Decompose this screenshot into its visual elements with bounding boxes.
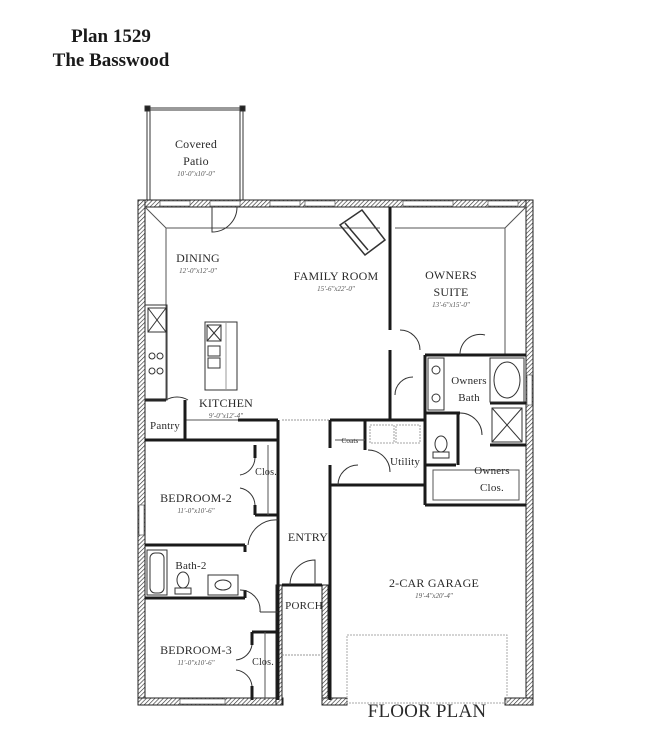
room-owners-bath: Owners Bath bbox=[451, 375, 487, 404]
kitchen-fixtures bbox=[144, 304, 238, 401]
floor-plan-caption: FLOOR PLAN bbox=[367, 701, 487, 722]
bath-fixtures bbox=[146, 357, 525, 596]
room-bedroom-2: BEDROOM-2 11'-0"x10'-6" bbox=[160, 491, 232, 515]
room-pantry: Pantry bbox=[150, 420, 180, 432]
room-bedroom-3-closet: Clos. bbox=[252, 657, 274, 668]
room-utility: Utility bbox=[389, 456, 421, 468]
room-owners-closet: Owners Clos. bbox=[474, 465, 510, 494]
door-swings bbox=[165, 206, 486, 687]
room-covered-patio: Covered Patio 10'-0"x10'-0" bbox=[174, 137, 218, 178]
room-dining: DINING 12'-0"x12'-0" bbox=[176, 251, 220, 275]
room-bath-2: Bath-2 bbox=[175, 560, 207, 572]
garage-door bbox=[346, 634, 508, 704]
plan-number: Plan 1529 bbox=[71, 26, 151, 47]
washer-dryer bbox=[369, 424, 421, 444]
room-garage: 2-CAR GARAGE 19'-4"x20'-4" bbox=[388, 576, 480, 600]
room-porch: PORCH bbox=[285, 600, 323, 612]
room-family-room: FAMILY ROOM 15'-6"x22'-0" bbox=[293, 269, 379, 293]
room-bedroom-3: BEDROOM-3 11'-0"x10'-6" bbox=[160, 643, 232, 667]
room-kitchen: KITCHEN 9'-0"x12'-4" bbox=[198, 396, 254, 420]
fireplace bbox=[338, 208, 387, 257]
room-owners-suite: OWNERS SUITE 13'-6"x15'-0" bbox=[425, 268, 477, 309]
room-coats: Coats bbox=[341, 437, 359, 445]
room-bedroom-2-closet: Clos. bbox=[255, 467, 277, 478]
plan-name: The Basswood bbox=[52, 50, 170, 71]
room-entry: ENTRY bbox=[287, 530, 329, 544]
